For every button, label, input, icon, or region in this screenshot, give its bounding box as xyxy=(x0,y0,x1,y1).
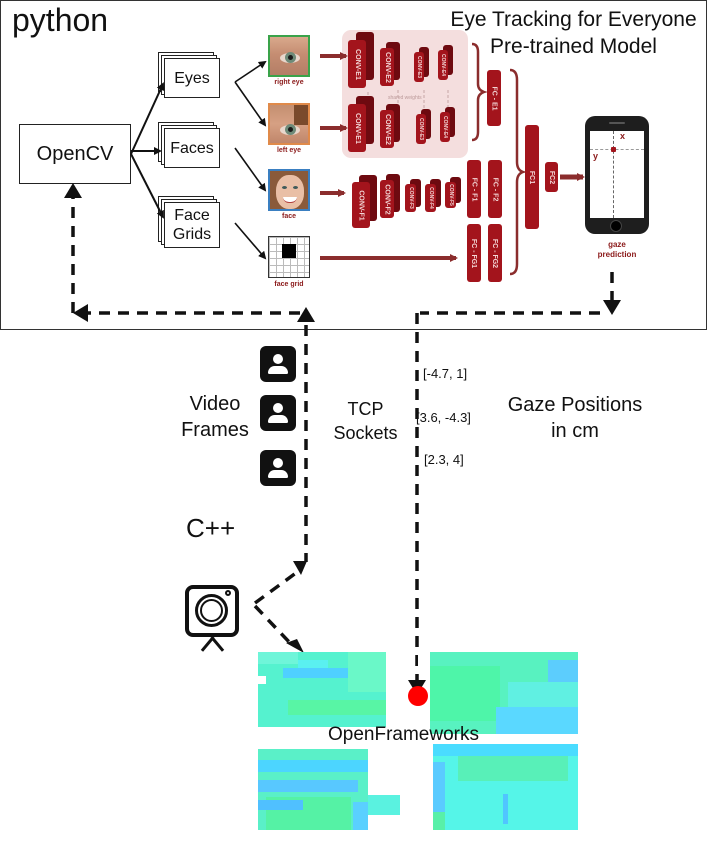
fc2: FC2 xyxy=(545,162,558,192)
model-title-line1: Eye Tracking for Everyone xyxy=(450,8,697,31)
conv-e3-bottom: CONV-E3 xyxy=(416,114,426,144)
conv-e4-top: CONV-E4 xyxy=(438,50,448,80)
conv-f1: CONV-F1 xyxy=(352,182,370,228)
fc-f2: FC - F2 xyxy=(488,160,502,218)
model-title-line2: Pre-trained Model xyxy=(490,35,657,58)
right-eye-image xyxy=(268,35,310,77)
arrow-faces-face xyxy=(234,147,267,192)
conv-e4-bottom: CONV-E4 xyxy=(440,112,450,142)
user-icon-2 xyxy=(260,395,296,431)
fc-fg2: FC - FG2 xyxy=(488,224,502,282)
arrow-head-left xyxy=(73,304,88,322)
python-title: python xyxy=(12,2,109,38)
arrow-opencv-grids xyxy=(130,153,164,219)
eyes-stack-label: Eyes xyxy=(174,69,210,87)
gaze-dot xyxy=(408,686,428,706)
user-icon-1 xyxy=(260,346,296,382)
phone-speaker xyxy=(609,122,625,124)
left-eye-caption: left eye xyxy=(276,147,302,154)
user-icon-3 xyxy=(260,450,296,486)
left-eye-image xyxy=(268,103,310,145)
phone-y-label: y xyxy=(593,151,599,161)
webcam-icon xyxy=(185,585,239,655)
arrow-eyes-left xyxy=(234,81,267,127)
gaze-coordinate-2: [3.6, -4.3] xyxy=(416,410,471,425)
opencv-label: OpenCV xyxy=(36,142,114,165)
brace-eyes xyxy=(471,42,488,142)
conv-e2-bottom: CONV-E2 xyxy=(380,110,394,148)
opencv-box: OpenCV xyxy=(19,124,131,184)
conv-e1-bottom: CONV-E1 xyxy=(348,104,366,152)
dash-camera-up xyxy=(253,568,302,605)
fc-e1: FC - E1 xyxy=(487,70,501,126)
conv-e3-top: CONV-E3 xyxy=(414,52,424,82)
eyes-stack: Eyes xyxy=(158,52,220,98)
conv-f4: CONV-F4 xyxy=(425,184,436,212)
face-image xyxy=(268,169,310,211)
face-caption: face xyxy=(281,213,296,220)
conv-e1-top: CONV-E1 xyxy=(348,40,366,88)
arrow-opencv-eyes xyxy=(130,82,165,155)
fc-f1: FC - F1 xyxy=(467,160,481,218)
gaze-prediction-caption: gaze prediction xyxy=(597,240,637,259)
gaze-coordinate-1: [-4.7, 1] xyxy=(423,366,468,381)
model-title: Eye Tracking for Everyone Pre-trained Mo… xyxy=(440,6,707,60)
conv-f5: CONV-F5 xyxy=(445,182,456,208)
tcp-sockets-label: TCP Sockets xyxy=(333,399,398,443)
openframeworks-canvas: OpenFrameworks xyxy=(258,652,578,830)
phone-home-button xyxy=(610,220,622,232)
face-grid-caption: face grid xyxy=(274,281,304,288)
fc-fg1: FC - FG1 xyxy=(467,224,481,282)
dash-camera-down xyxy=(253,604,294,647)
faces-stack-label: Faces xyxy=(170,139,214,157)
brace-all xyxy=(509,68,527,276)
arrow-head-camera-up xyxy=(293,561,307,575)
right-eye-caption: right eye xyxy=(274,79,304,86)
fc1: FC1 xyxy=(525,125,539,229)
phone-screen: x y xyxy=(590,131,644,218)
arrow-grids-grid xyxy=(234,222,267,260)
face-grid-image xyxy=(268,236,310,278)
arrow-head-opencv xyxy=(64,183,82,198)
conv-f3: CONV-F3 xyxy=(405,184,416,212)
arrow-eyes-right xyxy=(234,60,267,83)
faces-stack: Faces xyxy=(158,122,220,168)
face-grids-stack: Face Grids xyxy=(158,196,220,248)
arrow-head-camera-down xyxy=(286,639,304,653)
cpp-title: C++ xyxy=(186,513,236,543)
phone: x y xyxy=(585,116,649,234)
arrow-head-phone-down xyxy=(603,300,621,315)
openframeworks-label: OpenFrameworks xyxy=(328,724,479,745)
conv-f2: CONV-F2 xyxy=(380,180,394,218)
shared-weights-label: shared weights xyxy=(388,95,422,101)
gaze-positions-label: Gaze Positions in cm xyxy=(507,394,643,442)
gaze-coordinate-3: [2.3, 4] xyxy=(424,452,464,467)
arrow-head-up-video xyxy=(297,307,315,322)
video-frames-label: Video Frames xyxy=(181,393,249,441)
phone-x-label: x xyxy=(620,131,626,141)
face-grids-stack-label: Face Grids xyxy=(172,207,212,243)
shared-weight-lines xyxy=(367,90,449,118)
gaze-point xyxy=(611,147,616,152)
conv-e2-top: CONV-E2 xyxy=(380,48,394,86)
